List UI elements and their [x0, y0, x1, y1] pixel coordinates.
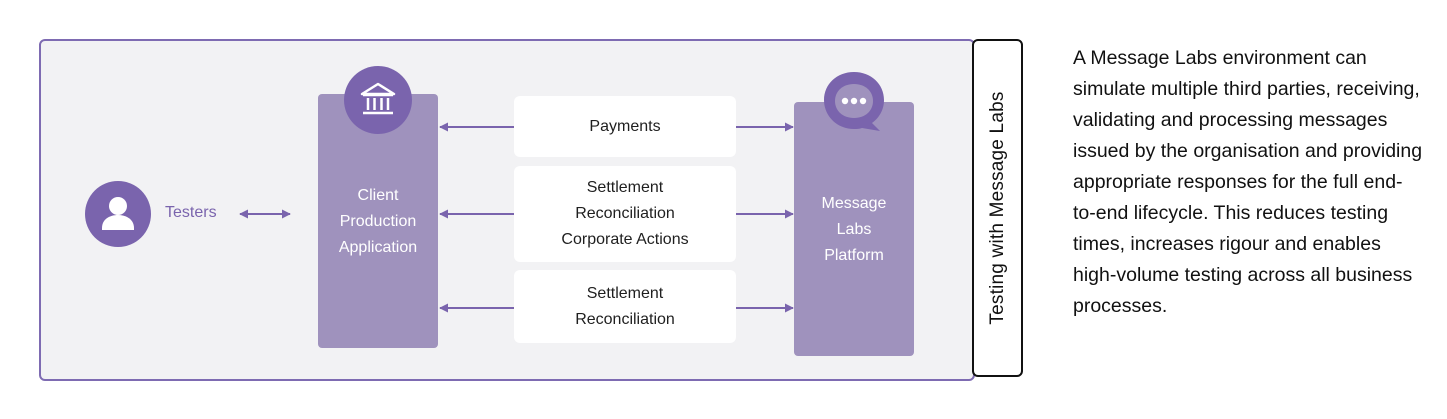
flow-card-line: Settlement	[586, 284, 664, 302]
flow-card-settlement-reconciliation: Settlement Reconciliation	[514, 270, 736, 343]
platform-box: Message Labs Platform	[794, 102, 914, 356]
client-app-icon-circle	[344, 66, 412, 134]
client-app-line-2: Production	[339, 213, 417, 230]
testers-label: Testers	[165, 204, 217, 221]
client-app-line-1: Client	[357, 187, 399, 204]
flow-card-line: Reconciliation	[575, 205, 675, 222]
chat-bubble-icon	[824, 72, 884, 131]
flow-card-line: Corporate Actions	[561, 231, 689, 248]
flow-card-settlement-corporate: Settlement Reconciliation Corporate Acti…	[514, 166, 736, 262]
side-tab-label: Testing with Message Labs	[986, 91, 1008, 325]
flow-card-line: Reconciliation	[575, 310, 675, 328]
flow-card-line: Payments	[589, 117, 661, 135]
person-icon	[102, 197, 134, 230]
platform-line-3: Platform	[824, 247, 884, 264]
description-text: A Message Labs environment can simulate …	[1073, 47, 1423, 317]
client-app-line-3: Application	[338, 239, 418, 256]
side-tab: Testing with Message Labs	[972, 39, 1023, 377]
bank-icon	[360, 82, 396, 115]
testers-avatar	[85, 181, 151, 247]
flow-card-payments: Payments	[514, 96, 736, 157]
platform-line-1: Message	[821, 195, 887, 212]
client-app-box: Client Production Application	[318, 94, 438, 348]
platform-line-2: Labs	[836, 221, 872, 238]
flow-card-line: Settlement	[586, 179, 664, 196]
